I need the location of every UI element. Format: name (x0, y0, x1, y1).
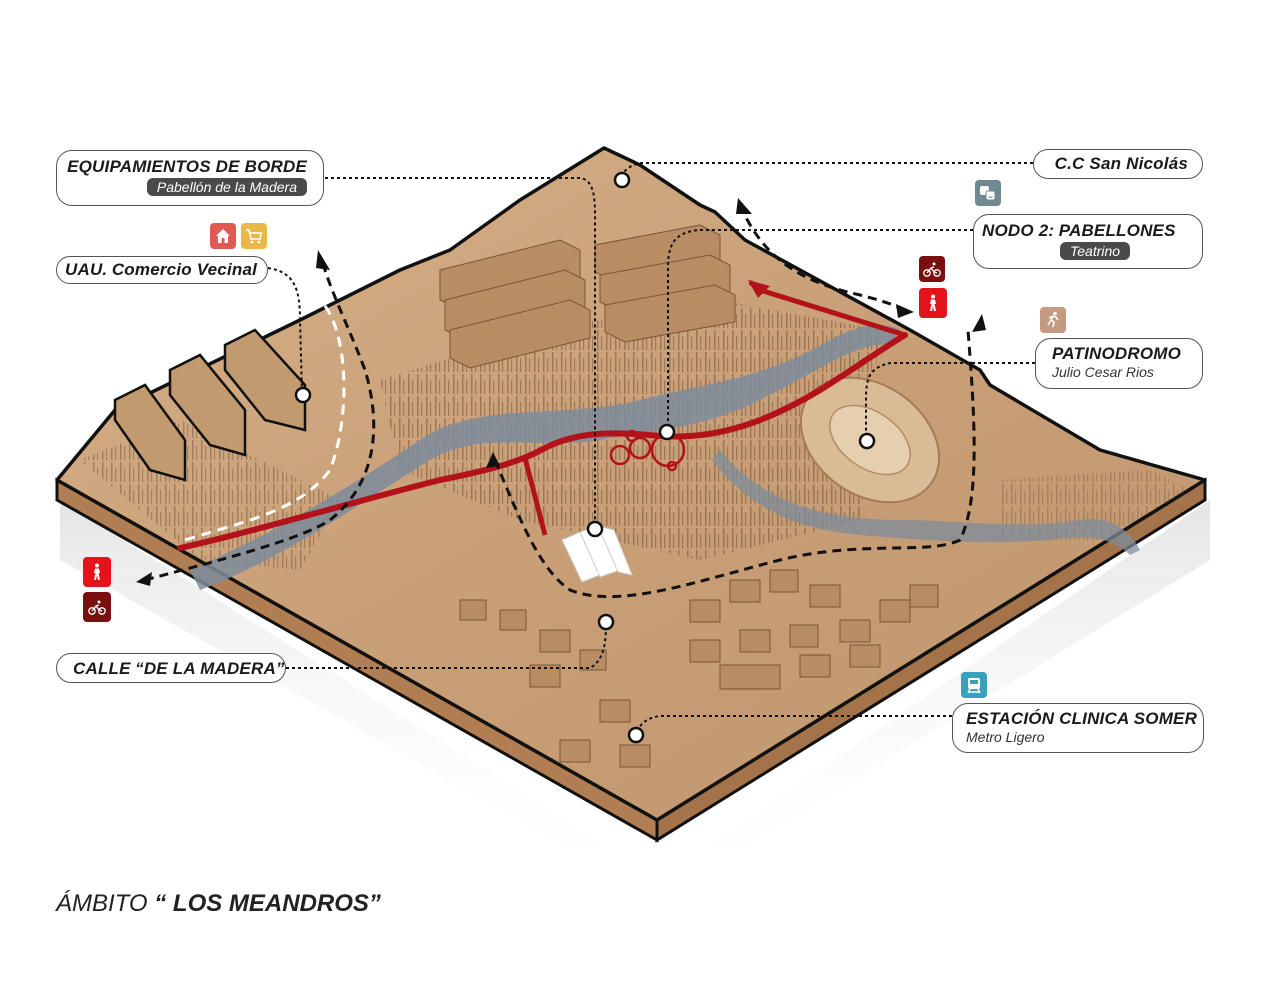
anchor-patinodromo (858, 432, 876, 450)
label-title: C.C San Nicolás (1054, 154, 1188, 173)
label-pill: Teatrino (1060, 242, 1131, 260)
arrow-north (736, 198, 752, 214)
white-dashed-path (184, 298, 346, 542)
route-arrowhead (748, 280, 770, 298)
label-equipamientos-de-borde: EQUIPAMIENTOS DE BORDE Pabellón de la Ma… (56, 150, 324, 206)
label-title: ESTACIÓN CLINICA SOMER (966, 709, 1198, 728)
label-subtitle: Metro Ligero (966, 729, 1045, 745)
label-subtitle: Julio Cesar Rios (1052, 364, 1154, 380)
tall-buildings (113, 328, 307, 482)
anchor-calle (597, 613, 615, 631)
arrow-east (896, 304, 914, 318)
home-icon (210, 223, 236, 249)
arrow-river (486, 452, 500, 468)
theater-masks-icon (975, 180, 1001, 206)
label-calle-de-la-madera: CALLE “DE LA MADERA” (56, 653, 286, 683)
label-title-rest: “DE LA MADERA” (135, 659, 285, 678)
label-uau-comercio-vecinal: UAU. Comercio Vecinal (56, 256, 268, 284)
shopping-cart-icon (241, 223, 267, 249)
pedestrian-icon (83, 557, 111, 587)
label-cc-san-nicolas: C.C San Nicolás (1033, 149, 1203, 179)
model-shadow (60, 500, 1210, 900)
anchor-nodo2 (658, 423, 676, 441)
pedestrian-icon (919, 288, 947, 318)
bike-pedestrian-route (177, 332, 908, 551)
label-title: EQUIPAMIENTOS DE BORDE (67, 157, 307, 176)
walking-paths (144, 204, 976, 598)
anchor-pabellon (586, 520, 604, 538)
label-title-bold: CALLE (73, 659, 131, 678)
label-title-bold: NODO 2: (982, 221, 1055, 240)
label-title-rest: PABELLONES (1058, 221, 1176, 240)
arrow-uau (316, 250, 330, 270)
label-title-rest: Comercio Vecinal (111, 260, 258, 279)
label-estacion-clinica-somer: ESTACIÓN CLINICA SOMER Metro Ligero (952, 703, 1204, 753)
lower-housing (459, 569, 939, 768)
river (190, 324, 900, 590)
arrow-left-exit (136, 572, 152, 586)
anchor-points (294, 171, 876, 744)
label-pill: Pabellón de la Madera (146, 178, 307, 196)
arrow-patinodromo (972, 314, 986, 332)
caption-name: “ LOS MEANDROS” (154, 890, 381, 917)
anchor-uau (294, 386, 312, 404)
route-branch (522, 457, 548, 536)
label-nodo2-pabellones: NODO 2: PABELLONES Teatrino (973, 214, 1203, 269)
anchor-estacion (627, 726, 645, 744)
metro-train-icon (961, 672, 987, 698)
label-title-bold: UAU. (65, 260, 108, 279)
anchor-cc (613, 171, 631, 189)
caption-prefix: ÁMBITO (56, 890, 148, 917)
figure-caption: ÁMBITO “ LOS MEANDROS” (56, 890, 381, 918)
housing-blocks (439, 224, 736, 369)
label-patinodromo: PATINODROMO Julio Cesar Rios (1035, 338, 1203, 389)
river-lower (712, 450, 1140, 555)
bicycle-icon (919, 256, 945, 282)
forest-area-right (1000, 470, 1190, 540)
bicycle-icon (83, 592, 111, 622)
running-icon (1040, 307, 1066, 333)
label-title: PATINODROMO (1052, 344, 1182, 363)
